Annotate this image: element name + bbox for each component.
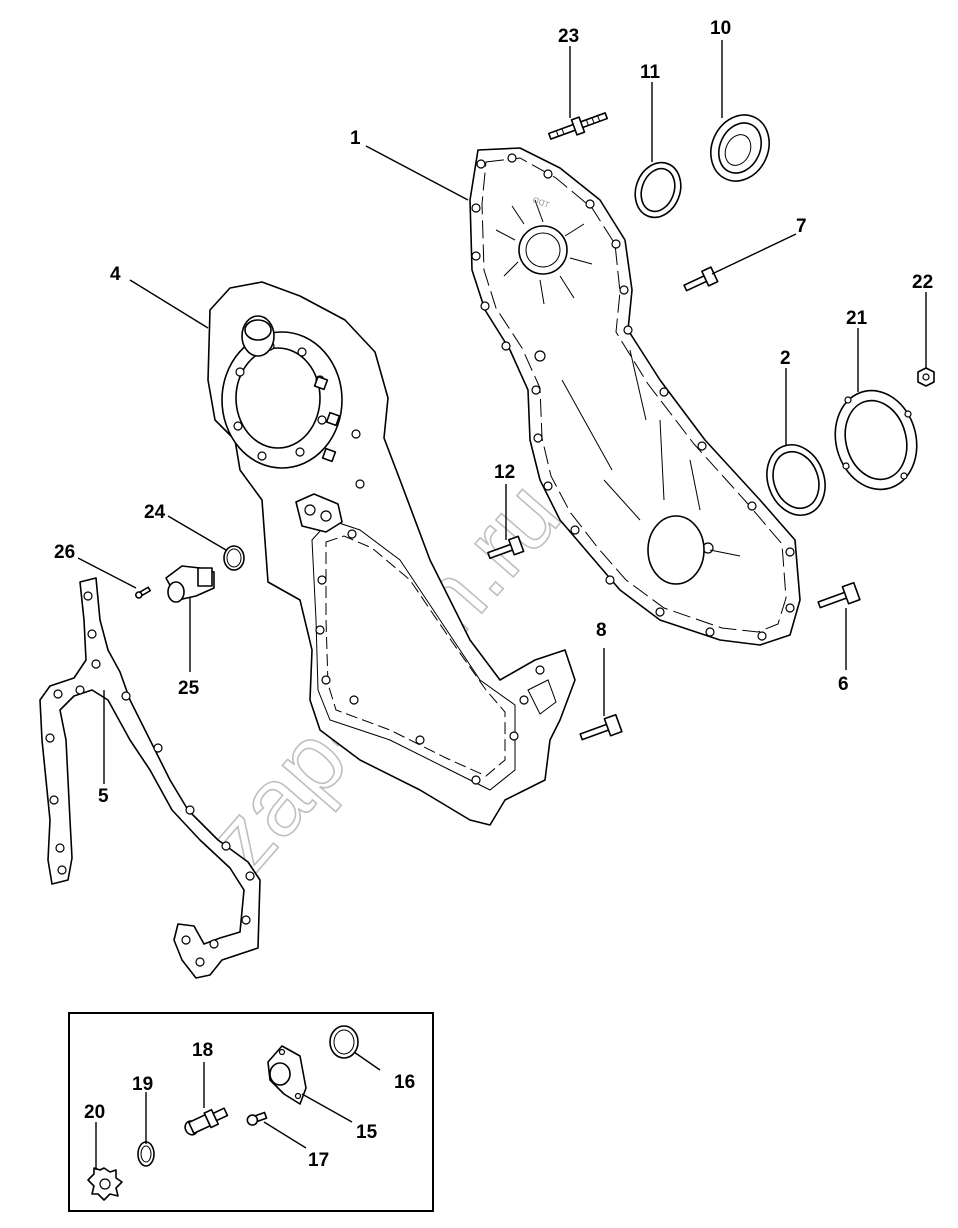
part-25-sensor	[165, 565, 215, 603]
callout-24: 24	[144, 502, 166, 523]
callout-21: 21	[846, 308, 868, 329]
part-17-screw	[246, 1111, 268, 1126]
part-18-sensor	[184, 1107, 229, 1136]
callout-26: 26	[54, 542, 75, 563]
callout-4: 4	[110, 264, 121, 285]
callout-7: 7	[796, 216, 807, 237]
callout-2: 2	[780, 348, 791, 369]
callout-22: 22	[912, 272, 933, 293]
part-19-washer	[137, 1141, 155, 1167]
callout-23: 23	[558, 26, 579, 47]
leader-lines	[77, 40, 927, 784]
callout-6: 6	[838, 674, 849, 695]
part-10-seal	[710, 114, 770, 182]
part-7-bolt	[683, 266, 719, 292]
part-11-seal	[634, 161, 682, 219]
callout-10: 10	[710, 18, 731, 39]
part-5-gasket	[39, 577, 261, 979]
callout-12: 12	[494, 462, 515, 483]
part-8-bolt	[579, 713, 623, 741]
callout-15: 15	[356, 1122, 378, 1143]
callout-25: 25	[178, 678, 200, 699]
part-15-cover-plate	[267, 1045, 307, 1105]
part-24-o-ring	[223, 545, 245, 571]
callout-19: 19	[132, 1074, 153, 1095]
callout-11: 11	[640, 62, 661, 83]
part-26-screw	[135, 586, 151, 599]
part-6-bolt	[817, 581, 861, 609]
part-22-nut	[917, 367, 935, 387]
callout-8: 8	[596, 620, 607, 641]
callout-1: 1	[350, 128, 361, 149]
part-4-timing-case	[207, 281, 576, 826]
callout-18: 18	[192, 1040, 213, 1061]
part-12-bolt	[487, 535, 525, 560]
callout-labels: 1 2 4 5 6 7 8 10 11 12 21 22 23 24 25 26	[54, 18, 933, 807]
part-20-lock-washer	[87, 1167, 123, 1201]
part-23-stud	[547, 112, 609, 140]
part-2-seal	[766, 444, 826, 516]
callout-20: 20	[84, 1102, 105, 1123]
inset-box: 15 16 17 18 19 20	[68, 1012, 434, 1212]
part-21-plate	[834, 389, 918, 491]
callout-16: 16	[394, 1072, 415, 1093]
part-16-o-ring	[329, 1025, 359, 1059]
part-1-front-cover: ᗡᗡT	[469, 147, 801, 646]
callout-17: 17	[308, 1150, 329, 1171]
callout-5: 5	[98, 786, 109, 807]
